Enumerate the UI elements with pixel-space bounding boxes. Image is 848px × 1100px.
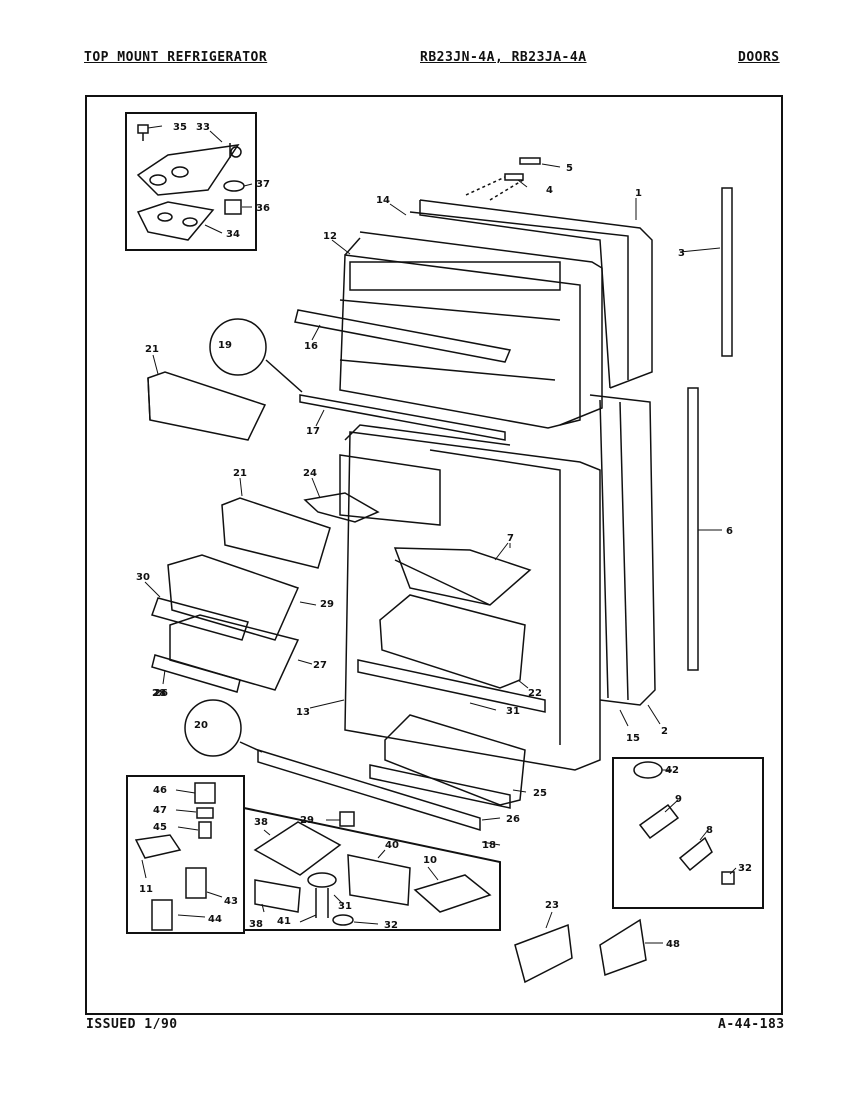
callout-3: 3 (678, 248, 685, 259)
callout-18: 18 (482, 840, 496, 851)
callout-29-upper: 29 (320, 599, 334, 610)
callout-16: 16 (304, 341, 318, 352)
callout-34: 34 (226, 229, 240, 240)
callout-14: 14 (376, 195, 390, 206)
callout-24: 24 (303, 468, 317, 479)
callout-22: 22 (528, 688, 542, 699)
callout-40: 40 (385, 840, 399, 851)
callout-4: 4 (546, 185, 553, 196)
inset-hinge-covers (612, 757, 764, 909)
issue-date: ISSUED 1/90 (86, 1017, 178, 1032)
product-title: TOP MOUNT REFRIGERATOR (84, 50, 268, 65)
callout-labels: 1 2 3 4 5 6 7 8 9 10 11 12 13 14 15 16 1… (136, 122, 752, 950)
callout-32-bottom: 32 (384, 920, 398, 931)
callout-45: 45 (153, 822, 167, 833)
page-code: A-44-183 (718, 1017, 785, 1032)
outer-doors-and-trim (589, 187, 733, 706)
door-shelves-and-bins (147, 371, 481, 832)
callout-41: 41 (277, 916, 291, 927)
callout-26-right: 26 (506, 814, 520, 825)
callout-20: 20 (194, 720, 208, 731)
callout-15: 15 (626, 733, 640, 744)
callout-33: 33 (196, 122, 210, 133)
callout-2: 2 (661, 726, 668, 737)
callout-8: 8 (706, 825, 713, 836)
callout-43: 43 (224, 896, 238, 907)
callout-46: 46 (153, 785, 167, 796)
callout-19: 19 (218, 340, 232, 351)
top-hinge-parts (136, 124, 245, 241)
callout-10: 10 (423, 855, 437, 866)
hinge-bracket-parts (253, 811, 492, 926)
callout-36: 36 (256, 203, 270, 214)
diagram-frame (85, 95, 783, 1015)
leader-lines (141, 125, 737, 944)
callout-29-lower: 29 (300, 815, 314, 826)
hinge-cover-parts (633, 761, 735, 885)
model-numbers: RB23JN-4A, RB23JA-4A (420, 50, 587, 65)
callout-37: 37 (256, 179, 270, 190)
section-title: DOORS (738, 50, 780, 65)
callout-32-right: 32 (738, 863, 752, 874)
door-stop-part (514, 923, 573, 984)
callout-5: 5 (566, 163, 573, 174)
callout-11: 11 (139, 884, 153, 895)
callout-30: 30 (136, 572, 150, 583)
detail-leader-19 (265, 359, 303, 393)
cover-clip-part (599, 918, 647, 977)
callout-31-upper: 31 (506, 706, 520, 717)
detail-leader-20 (239, 741, 263, 753)
callout-21-upper: 21 (145, 344, 159, 355)
callout-31-lower: 31 (338, 901, 352, 912)
callout-47: 47 (153, 805, 167, 816)
callout-9: 9 (675, 794, 682, 805)
callout-26-left: 26 (154, 688, 168, 699)
callout-35: 35 (173, 122, 187, 133)
callout-25: 25 (533, 788, 547, 799)
callout-17: 17 (306, 426, 320, 437)
inset-hinge-brackets (243, 807, 501, 931)
callout-21-lower: 21 (233, 468, 247, 479)
callout-6: 6 (726, 526, 733, 537)
callout-1: 1 (635, 188, 642, 199)
detail-circle-20 (184, 699, 242, 757)
callout-7: 7 (507, 533, 514, 544)
callout-23: 23 (545, 900, 559, 911)
callout-28: 28 (152, 688, 166, 699)
callout-27: 27 (313, 660, 327, 671)
freezer-door-assembly (294, 157, 653, 441)
callout-42: 42 (665, 765, 679, 776)
callout-12: 12 (323, 231, 337, 242)
callout-13: 13 (296, 707, 310, 718)
callout-48: 48 (666, 939, 680, 950)
bottom-hinge-parts (134, 782, 216, 931)
callout-44: 44 (208, 914, 222, 925)
callout-38-lower: 38 (249, 919, 263, 930)
detail-circle-19 (209, 318, 267, 376)
fresh-food-door-assembly (339, 424, 601, 809)
inset-bottom-hinge (126, 775, 245, 934)
callout-38-upper: 38 (254, 817, 268, 828)
inset-top-hinge (125, 112, 257, 251)
